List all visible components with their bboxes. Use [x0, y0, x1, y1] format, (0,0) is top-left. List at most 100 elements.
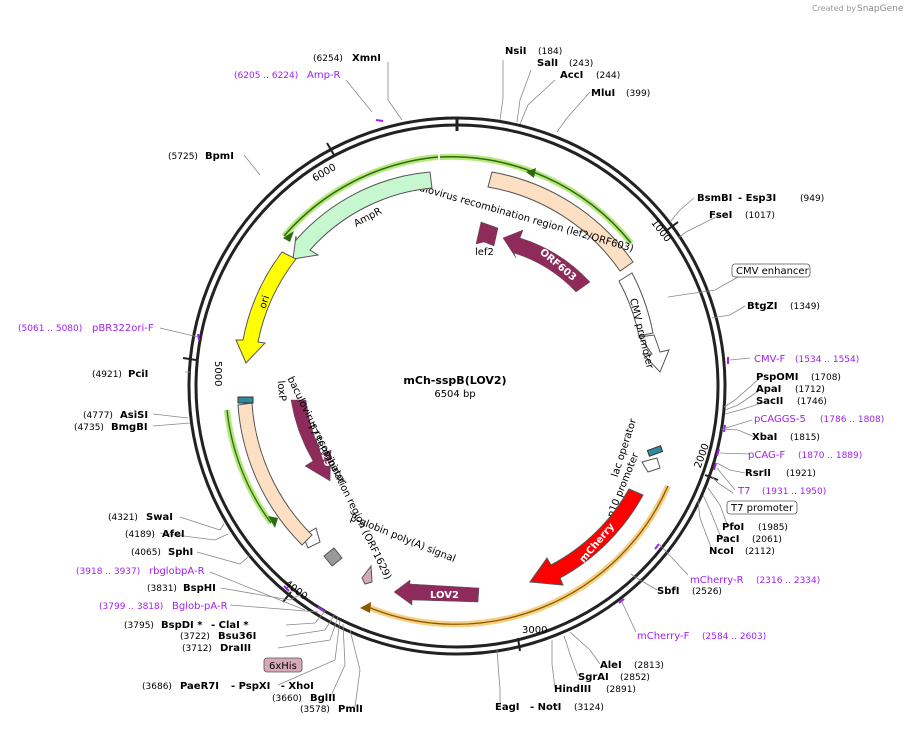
t7-promoter-box[interactable]: T7 promoter: [726, 500, 798, 515]
enzyme-BtgZI[interactable]: BtgZI(1349): [747, 301, 820, 312]
svg-text:(6205 .. 6224): (6205 .. 6224): [234, 71, 298, 81]
AmpR-feature: [292, 171, 433, 260]
svg-text:NsiI: NsiI: [505, 46, 526, 57]
cmv-enhancer-box[interactable]: CMV enhancer: [731, 263, 811, 278]
primer-pCAGGS-5[interactable]: pCAGGS-5 (1786 .. 1808): [754, 414, 884, 425]
svg-text:(3795): (3795): [124, 621, 154, 631]
svg-text:6xHis: 6xHis: [269, 661, 297, 672]
svg-text:PciI: PciI: [128, 369, 148, 380]
enzyme-FseI[interactable]: FseI(1017): [709, 210, 775, 221]
enzyme-PfoI[interactable]: PfoI(1985): [722, 522, 788, 533]
enzyme-SalI[interactable]: SalI(243): [537, 58, 593, 69]
primer-Amp-R[interactable]: (6205 .. 6224)Amp-R: [234, 70, 341, 81]
feature-label-ori: ori: [258, 294, 272, 310]
svg-text:(2061): (2061): [752, 535, 782, 545]
baculovirus-recombination-region-left: [237, 402, 313, 546]
svg-text:(2891): (2891): [606, 685, 636, 695]
enzyme-RsrII[interactable]: RsrII(1921): [745, 468, 816, 479]
map-length: 6504 bp: [434, 389, 475, 400]
enzyme-PaeR7I[interactable]: (3686)PaeR7I- PspXI - XhoI: [142, 681, 314, 692]
enzyme-AleI[interactable]: AleI(2813): [600, 660, 664, 671]
enzyme-BmgBI[interactable]: (4735)BmgBI: [74, 422, 148, 433]
svg-text:(4921): (4921): [92, 370, 122, 380]
svg-text:SbfI: SbfI: [657, 586, 679, 597]
snapgene-logo-text: SnapGene: [857, 4, 904, 14]
enzyme-Bsu36I[interactable]: (3722)Bsu36I: [180, 631, 256, 642]
enzyme-DraIII[interactable]: (3712)DraIII: [182, 643, 251, 654]
enzyme-SacII[interactable]: SacII(1746): [756, 396, 827, 407]
enzyme-PspOMI[interactable]: PspOMI(1708): [756, 372, 841, 383]
svg-text:BtgZI: BtgZI: [747, 301, 778, 312]
svg-text:(1921): (1921): [786, 469, 816, 479]
primer-pCAG-F[interactable]: pCAG-F(1870 .. 1889): [748, 450, 862, 461]
svg-text:NcoI: NcoI: [709, 546, 734, 557]
primer-mCherry-F[interactable]: mCherry-F (2584 .. 2603): [637, 631, 766, 642]
svg-text:(4321): (4321): [108, 513, 138, 523]
enzyme-HindIII[interactable]: HindIII(2891): [554, 684, 636, 695]
primer-CMV-F[interactable]: CMV-F(1534 .. 1554): [754, 354, 859, 365]
enzyme-AfeI[interactable]: (4189) AfeI: [125, 529, 185, 540]
enzyme-NsiI[interactable]: NsiI(184): [505, 46, 562, 57]
enzyme-MluI[interactable]: MluI(399): [591, 88, 650, 99]
svg-text:(3831): (3831): [147, 584, 177, 594]
primer-T7[interactable]: T7(1931 .. 1950): [737, 486, 826, 497]
svg-text:SalI: SalI: [537, 58, 558, 69]
loxP-feature: [237, 396, 254, 404]
enzyme-SphI[interactable]: (4065)SphI: [131, 547, 193, 558]
enzyme-EagI[interactable]: EagI- NotI(3124): [495, 702, 604, 713]
svg-text:(1708): (1708): [811, 373, 841, 383]
enzyme-AsiSI[interactable]: (4777)AsiSI: [83, 410, 148, 421]
enzyme-BglII[interactable]: (3660)BglII: [272, 693, 336, 704]
primer-rbglobpA-R[interactable]: (3918 .. 3937) rbglobpA-R: [76, 566, 205, 577]
ORF603-feature: [502, 229, 591, 293]
svg-text:(5061 .. 5080): (5061 .. 5080): [18, 324, 82, 334]
primer-pBR322ori-F[interactable]: (5061 .. 5080)pBR322ori-F: [18, 323, 154, 334]
enzyme-BsmBI[interactable]: BsmBI- Esp3I(949): [697, 193, 824, 204]
svg-text:pCAGGS-5: pCAGGS-5: [754, 414, 806, 425]
enzyme-AccI[interactable]: AccI(244): [560, 70, 620, 81]
svg-text:rbglobpA-R: rbglobpA-R: [149, 566, 205, 577]
svg-text:(2813): (2813): [634, 661, 664, 671]
svg-text:(3578): (3578): [300, 705, 330, 715]
enzyme-BpmI[interactable]: (5725)BpmI: [168, 151, 234, 162]
primer-mCherry-R[interactable]: mCherry-R(2316 .. 2334): [690, 575, 820, 586]
enzyme-SgrAI[interactable]: SgrAI(2852): [578, 672, 650, 683]
enzyme-XbaI[interactable]: XbaI(1815): [752, 432, 820, 443]
svg-text:Bglob-pA-R: Bglob-pA-R: [172, 601, 228, 612]
backbone: [187, 116, 727, 656]
svg-text:(244): (244): [596, 71, 620, 81]
svg-text:PaeR7I: PaeR7I: [180, 681, 219, 692]
enzyme-PacI[interactable]: PacI (2061): [716, 534, 782, 545]
CMV-promoter-feature: [638, 334, 670, 373]
enzyme-PciI[interactable]: (4921) PciI: [92, 369, 148, 380]
enzyme-NcoI[interactable]: NcoI(2112): [709, 546, 775, 557]
enzyme-BspHI[interactable]: (3831)BspHI: [147, 583, 216, 594]
svg-text:(2584 .. 2603): (2584 .. 2603): [702, 632, 766, 642]
svg-text:(1786 .. 1808): (1786 .. 1808): [820, 415, 884, 425]
lac-operator-feature: [646, 445, 664, 457]
svg-text:(3918 .. 3937): (3918 .. 3937): [76, 567, 140, 577]
svg-text:(1746): (1746): [797, 397, 827, 407]
primer-Bglob-pA-R[interactable]: (3799 .. 3818)Bglob-pA-R: [99, 601, 228, 612]
svg-text:PacI: PacI: [716, 534, 739, 545]
svg-text:XbaI: XbaI: [752, 432, 777, 443]
enzyme-PmlI[interactable]: (3578)PmlI: [300, 704, 363, 715]
6xhis-box[interactable]: 6xHis: [263, 657, 303, 673]
svg-text:(3722): (3722): [180, 632, 210, 642]
svg-text:(949): (949): [800, 194, 824, 204]
enzyme-XmnI[interactable]: (6254)XmnI: [313, 53, 381, 64]
svg-text:(5725): (5725): [168, 152, 198, 162]
svg-text:(4777): (4777): [83, 411, 113, 421]
orf-line-top: [439, 156, 632, 244]
svg-text:mCherry-F: mCherry-F: [637, 631, 690, 642]
svg-text:pCAG-F: pCAG-F: [748, 450, 785, 461]
tick-label-5000: 5000: [212, 361, 223, 386]
enzyme-SbfI[interactable]: SbfI (2526): [657, 586, 722, 597]
svg-text:(2526): (2526): [692, 587, 722, 597]
enzyme-BspDI[interactable]: (3795)BspDI *- ClaI *: [124, 620, 249, 631]
enzyme-ApaI[interactable]: ApaI(1712): [756, 384, 825, 395]
svg-text:AfeI: AfeI: [162, 529, 185, 540]
enzyme-SwaI[interactable]: (4321)SwaI: [108, 512, 173, 523]
svg-text:T7: T7: [737, 486, 750, 497]
svg-text:(4189): (4189): [125, 530, 155, 540]
